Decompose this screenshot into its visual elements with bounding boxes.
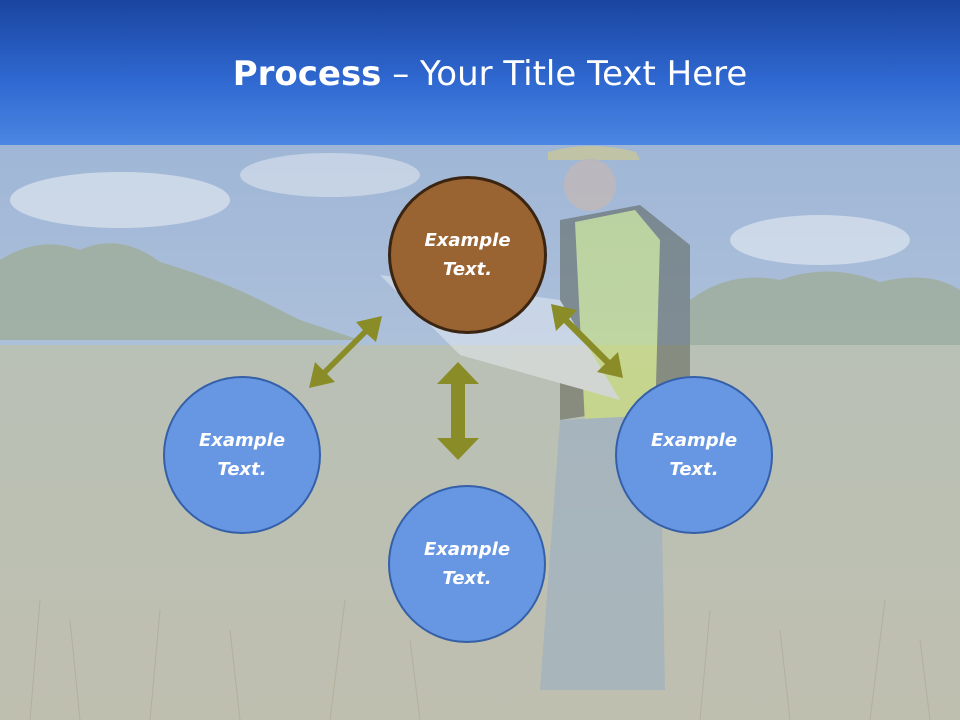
- double-arrow-vertical: [437, 362, 479, 460]
- node-left: Example Text.: [163, 376, 321, 534]
- node-right: Example Text.: [615, 376, 773, 534]
- node-top-label: Example Text.: [424, 230, 511, 280]
- title-bar: Process – Your Title Text Here: [0, 0, 960, 145]
- node-bottom-label: Example Text.: [423, 539, 511, 589]
- double-arrow-upper-left: [309, 316, 382, 388]
- node-bottom: Example Text.: [388, 485, 546, 643]
- node-right-label: Example Text.: [650, 430, 738, 480]
- double-arrow-upper-right: [551, 304, 623, 378]
- node-left-label: Example Text.: [198, 430, 286, 480]
- title-rest: – Your Title Text Here: [381, 54, 748, 94]
- slide-title: Process – Your Title Text Here: [0, 52, 960, 96]
- center-node-top: Example Text.: [388, 176, 547, 334]
- title-bold: Process: [232, 54, 382, 94]
